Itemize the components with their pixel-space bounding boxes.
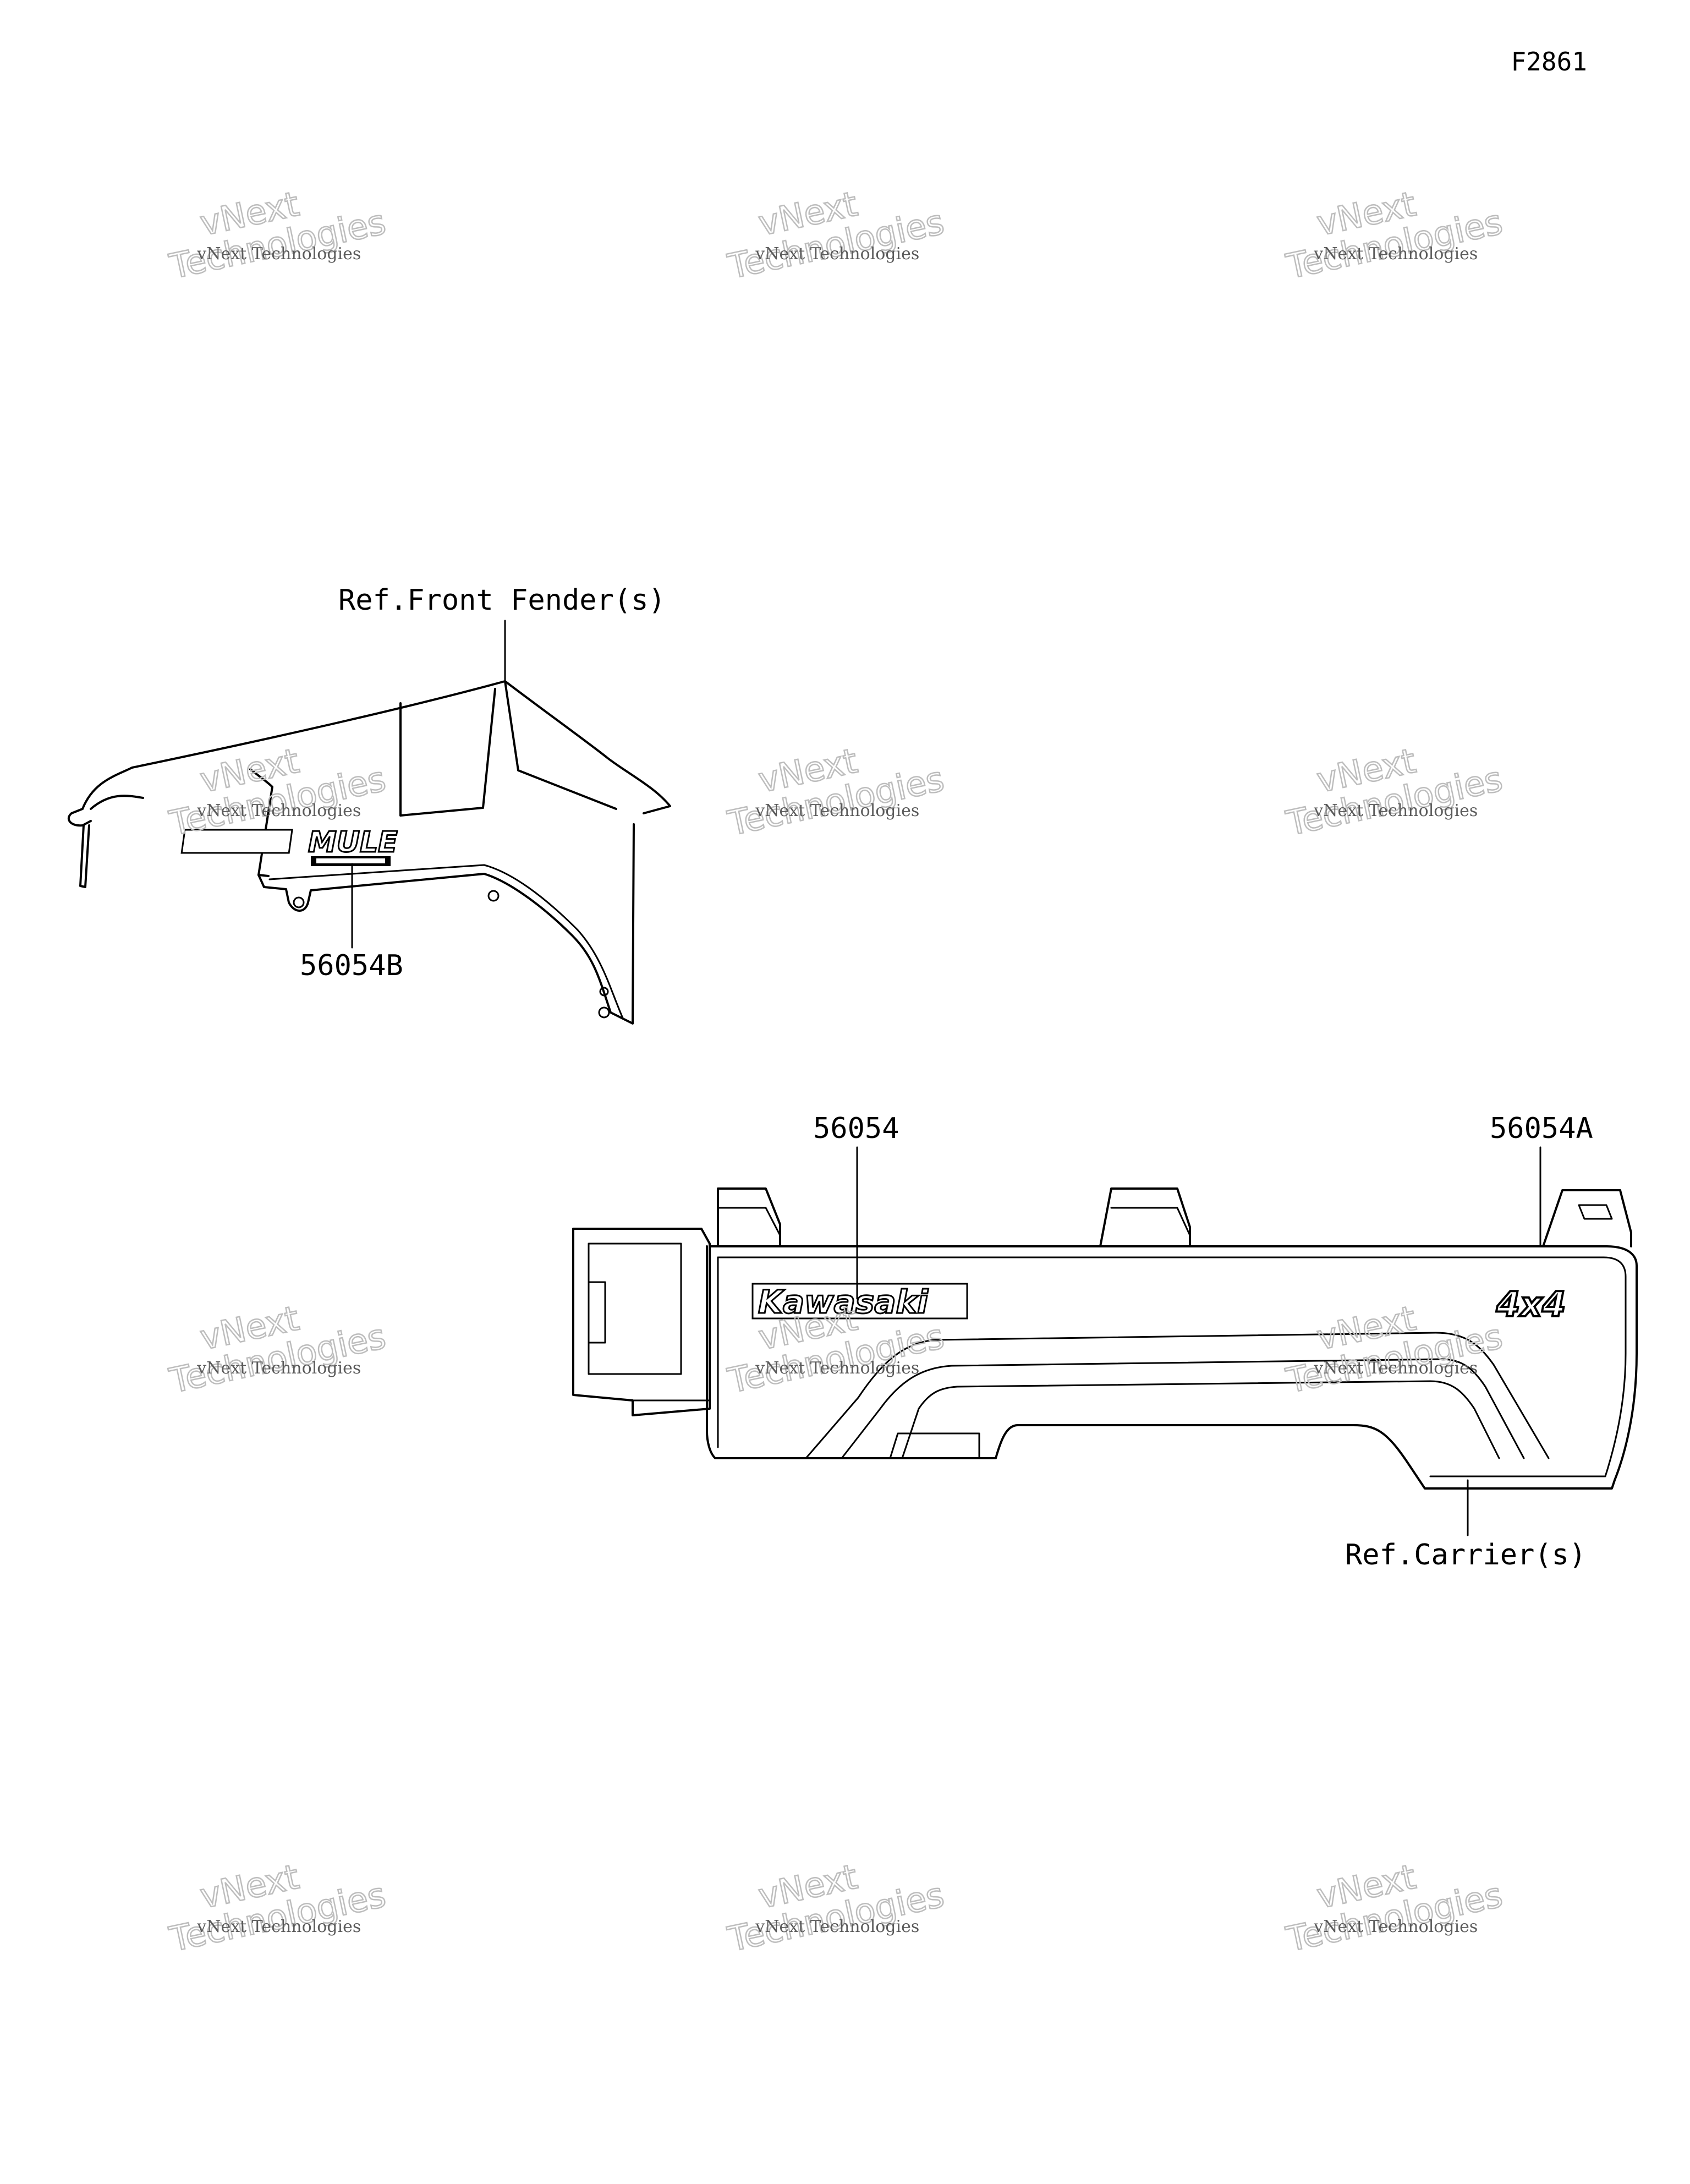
watermark-small-text: vNext Technologies bbox=[196, 801, 361, 820]
figure-code: F2861 bbox=[1511, 47, 1587, 76]
label-56054B: 56054B bbox=[300, 949, 403, 982]
front-fender-drawing bbox=[67, 680, 671, 1025]
watermark-small-text: vNext Technologies bbox=[755, 1359, 919, 1378]
watermark-small-text: vNext Technologies bbox=[1313, 1917, 1478, 1936]
label-56054A: 56054A bbox=[1490, 1112, 1593, 1145]
label-ref-front-fender: Ref.Front Fender(s) bbox=[338, 584, 666, 617]
mule-decal-text: MULE bbox=[308, 826, 398, 859]
watermark-small-text: vNext Technologies bbox=[755, 801, 919, 820]
watermark-small-text: vNext Technologies bbox=[1313, 1359, 1478, 1378]
watermark-small-text: vNext Technologies bbox=[196, 1917, 361, 1936]
mule-decal: MULE bbox=[180, 825, 398, 866]
watermark-small-text: vNext Technologies bbox=[755, 244, 919, 264]
four-by-four-decal-text: 4x4 bbox=[1496, 1284, 1566, 1324]
carrier-drawing bbox=[572, 1187, 1638, 1490]
kawasaki-decal-text: Kawasaki bbox=[758, 1283, 929, 1321]
watermark-small-text: vNext Technologies bbox=[196, 244, 361, 264]
watermark-small-text: vNext Technologies bbox=[1313, 801, 1478, 820]
kawasaki-decal: Kawasaki bbox=[751, 1283, 968, 1322]
four-by-four-decal: 4x4 bbox=[1495, 1283, 1567, 1326]
label-56054: 56054 bbox=[813, 1112, 899, 1145]
label-ref-carrier: Ref.Carrier(s) bbox=[1345, 1539, 1586, 1572]
watermark-small-text: vNext Technologies bbox=[755, 1917, 919, 1936]
watermark-small-text: vNext Technologies bbox=[1313, 244, 1478, 264]
watermark-small-text: vNext Technologies bbox=[196, 1359, 361, 1378]
